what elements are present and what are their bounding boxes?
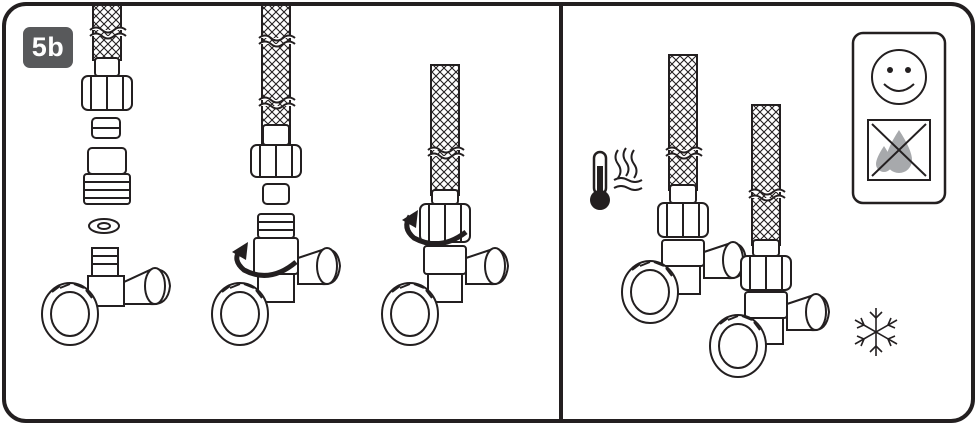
smiley-face-icon (872, 50, 926, 104)
step-badge: 5b (23, 27, 73, 68)
no-leak-droplet-icon (868, 120, 930, 180)
outer-frame (4, 4, 973, 421)
